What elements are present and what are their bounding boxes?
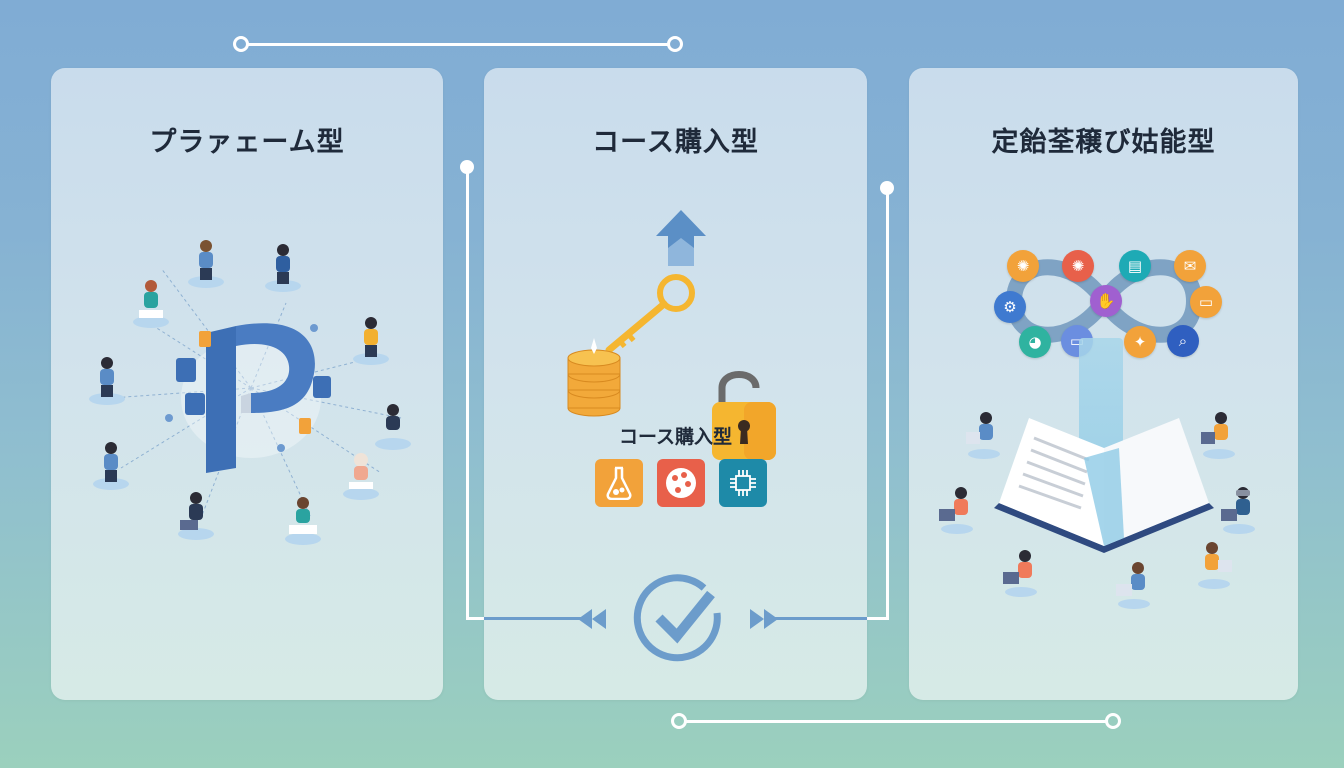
handshake-icon: ✋ [1090, 285, 1122, 317]
person-icon [93, 442, 129, 490]
left-horizontal-connector-line [466, 617, 488, 620]
bottom-connector-line [686, 720, 1106, 723]
head-gear-icon: ⚙ [994, 291, 1026, 323]
check-circle-icon [633, 574, 721, 662]
person-icon [265, 244, 301, 292]
person-icon [939, 487, 973, 534]
brain-icon: ✺ [1062, 250, 1094, 282]
course-purchase-subtitle: コース購入型 [618, 426, 733, 448]
person-icon [353, 317, 389, 365]
bottom-connector-start-node [671, 713, 687, 729]
people-icon: ◕ [1019, 326, 1051, 358]
person-icon [1201, 412, 1235, 459]
panel-platform: プラァェーム型 [51, 68, 443, 700]
lightbulb-icon: ✦ [1124, 326, 1156, 358]
panel-course-purchase: コース購入型 コース購入型 [484, 68, 867, 700]
person-icon [1003, 550, 1037, 597]
right-vertical-connector-line [886, 190, 889, 620]
top-connector-start-node [233, 36, 249, 52]
presentation-icon: ▤ [1119, 250, 1151, 282]
double-arrow-right-icon [750, 609, 778, 629]
bottom-connector-end-node [1105, 713, 1121, 729]
panel-subscription: 定飴荃穣び姑能型 ✺ ✺ ▤ ✉ ⚙ ✋ ▭ ◕ ▭ ✦ ⌕ [909, 68, 1298, 700]
bottom-right-arrow-line [774, 617, 867, 620]
person-icon [375, 404, 411, 450]
person-icon [966, 412, 1000, 459]
mail-icon: ✉ [1174, 250, 1206, 282]
person-icon [1198, 542, 1232, 589]
flask-icon [595, 459, 643, 507]
bottom-left-arrow-line [484, 617, 584, 620]
letter-p-network-illustration [110, 267, 402, 519]
palette-icon [657, 459, 705, 507]
panel-title-platform: プラァェーム型 [149, 127, 345, 158]
top-connector-line [248, 43, 668, 46]
right-vertical-connector-node [880, 181, 894, 195]
chip-icon [719, 459, 767, 507]
double-arrow-left-icon [578, 609, 606, 629]
person-icon [178, 492, 214, 540]
open-book-icon [994, 418, 1214, 553]
key-coins-icon [567, 274, 695, 417]
right-horizontal-connector-line [864, 617, 889, 620]
brain-icon: ✺ [1007, 250, 1039, 282]
unlocked-padlock-icon [712, 371, 776, 460]
person-icon [89, 357, 125, 405]
person-icon [285, 497, 321, 545]
person-icon [133, 280, 169, 328]
search-icon: ⌕ [1167, 325, 1199, 357]
person-icon [343, 453, 379, 500]
vr-person-icon [1221, 487, 1255, 534]
left-vertical-connector-line [466, 170, 469, 620]
person-icon [188, 240, 224, 288]
up-arrow-icon [656, 210, 706, 266]
panel-title-course-purchase: コース購入型 [592, 127, 759, 158]
panel-title-subscription: 定飴荃穣び姑能型 [991, 127, 1216, 158]
chat-icon: ▭ [1190, 286, 1222, 318]
person-icon [1116, 562, 1150, 609]
top-connector-end-node [667, 36, 683, 52]
left-vertical-connector-node [460, 160, 474, 174]
